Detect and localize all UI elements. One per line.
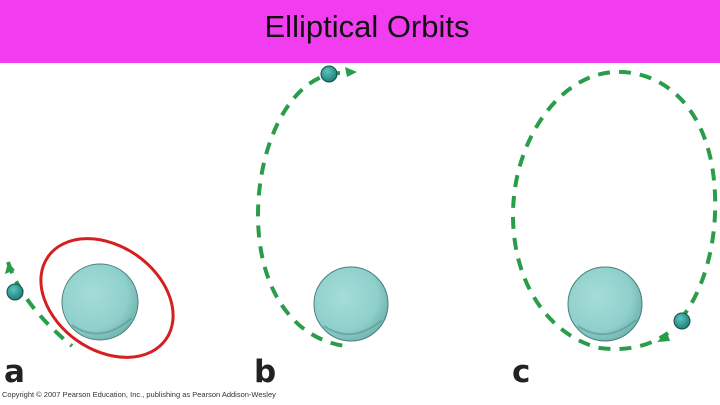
panel-c-planet [568,267,642,341]
panel-a: a [4,214,196,390]
copyright-notice: Copyright © 2007 Pearson Education, Inc.… [2,390,276,399]
panel-c-moon [674,313,690,329]
panel-c: c [512,72,715,390]
panel-b-label: b [254,354,276,390]
panel-a-moon [7,284,23,300]
panel-b-arrow-icon [345,67,357,77]
panel-b: b [254,66,388,390]
panel-b-moon [321,66,337,82]
panel-a-planet [62,264,138,340]
panel-a-label: a [4,354,25,390]
panel-c-label: c [512,354,530,390]
panel-b-planet [314,267,388,341]
